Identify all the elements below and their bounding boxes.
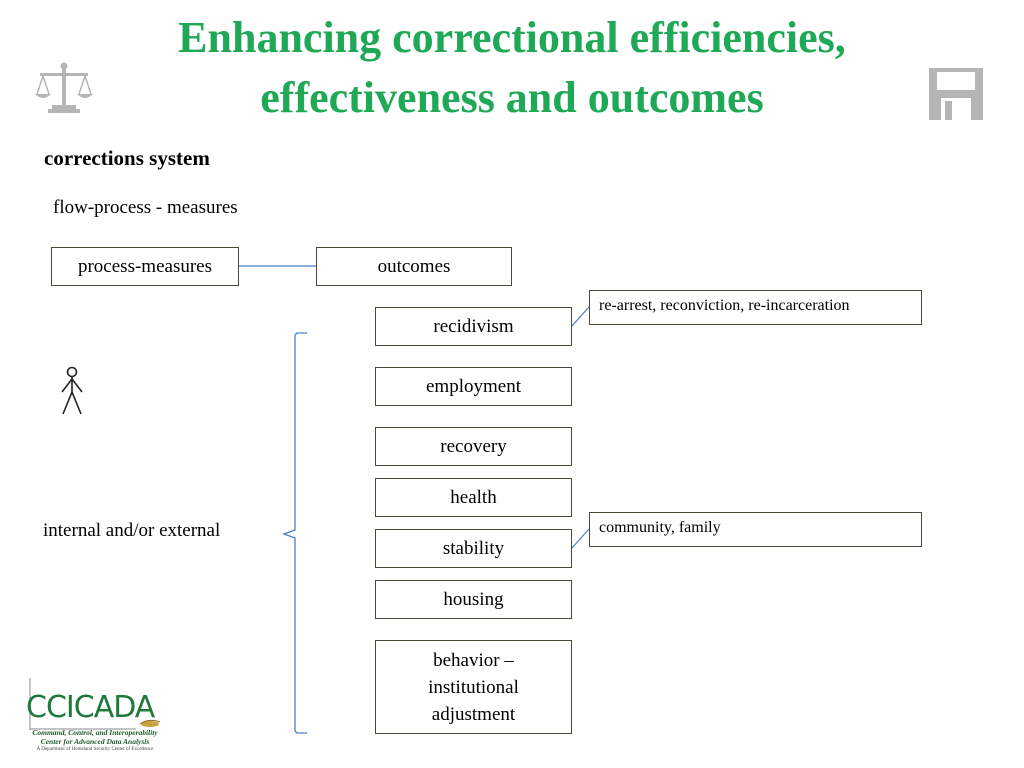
connector-recidivism-note	[571, 306, 590, 327]
title-line-2: effectiveness and outcomes	[260, 73, 764, 122]
logo-letters: CCICADA	[26, 690, 155, 725]
logo-tagline-line-2: Center for Advanced Data Analysis	[40, 737, 150, 746]
logo-tagline: Command, Control, and Interoperability C…	[24, 728, 166, 746]
logo-underline-graphic	[29, 678, 161, 730]
outcome-health-box: health	[375, 478, 572, 517]
save-disk-icon	[929, 68, 983, 120]
outcome-recovery-box: recovery	[375, 427, 572, 466]
stability-detail-note: community, family	[589, 512, 922, 547]
outcome-housing-box: housing	[375, 580, 572, 619]
outcome-stability-box: stability	[375, 529, 572, 568]
page-title: Enhancing correctional efficiencies, eff…	[0, 8, 1024, 128]
outcome-behavior-box: behavior – institutional adjustment	[375, 640, 572, 734]
ccicada-logo: CCICADA Command, Control, and Interopera…	[24, 672, 166, 756]
process-measures-box: process-measures	[51, 247, 239, 286]
section-subheading: flow-process - measures	[53, 197, 238, 218]
outcomes-box: outcomes	[316, 247, 512, 286]
curly-brace	[282, 332, 307, 734]
scales-of-justice-icon	[35, 62, 93, 113]
section-heading: corrections system	[44, 146, 210, 170]
person-stick-figure-icon	[61, 366, 83, 415]
logo-subline: A Department of Homeland Security Center…	[36, 747, 154, 752]
connector-stability-note	[571, 528, 590, 549]
outcome-employment-box: employment	[375, 367, 572, 406]
outcome-recidivism-box: recidivism	[375, 307, 572, 346]
logo-tagline-line-1: Command, Control, and Interoperability	[32, 728, 158, 737]
title-line-1: Enhancing correctional efficiencies,	[178, 13, 846, 62]
recidivism-detail-note: re-arrest, reconviction, re-incarceratio…	[589, 290, 922, 325]
internal-external-label: internal and/or external	[43, 520, 221, 541]
